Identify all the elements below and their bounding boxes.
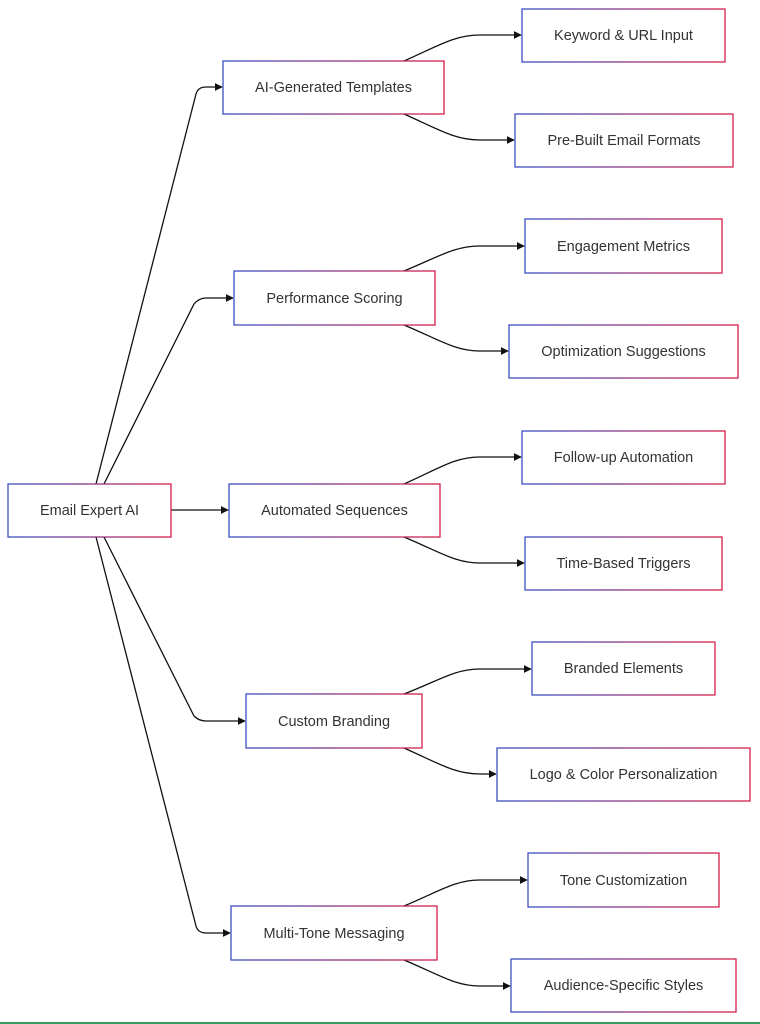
edge-root-to-performance-scoring <box>103 294 234 485</box>
node-time-based-triggers-label: Time-Based Triggers <box>556 556 690 572</box>
node-audience-specific-styles: Audience-Specific Styles <box>510 958 737 1013</box>
node-time-based-triggers: Time-Based Triggers <box>524 536 723 591</box>
node-custom-branding: Custom Branding <box>245 693 423 749</box>
node-multi-tone-messaging-label: Multi-Tone Messaging <box>263 926 404 942</box>
node-tone-customization: Tone Customization <box>527 852 720 908</box>
node-layer: Email Expert AI AI-Generated Templates K… <box>7 8 751 1013</box>
node-tone-customization-label: Tone Customization <box>560 873 687 889</box>
node-branded-elements: Branded Elements <box>531 641 716 696</box>
edge-ai-templates-to-keyword <box>403 31 522 62</box>
node-automated-sequences: Automated Sequences <box>228 483 441 538</box>
node-performance-scoring: Performance Scoring <box>233 270 436 326</box>
node-logo-color-personalization-label: Logo & Color Personalization <box>530 767 718 783</box>
edge-root-to-multi-tone <box>95 536 231 937</box>
edge-performance-to-engagement <box>403 242 525 272</box>
node-keyword-url-input: Keyword & URL Input <box>521 8 726 63</box>
node-root: Email Expert AI <box>7 483 172 538</box>
node-keyword-url-input-label: Keyword & URL Input <box>554 28 693 44</box>
node-ai-generated-templates: AI-Generated Templates <box>222 60 445 115</box>
node-optimization-suggestions-label: Optimization Suggestions <box>541 344 705 360</box>
edge-multitone-to-tone-customization <box>403 876 528 907</box>
node-engagement-metrics-label: Engagement Metrics <box>557 239 690 255</box>
edge-branding-to-branded-elements <box>403 665 532 695</box>
node-prebuilt-email-formats-label: Pre-Built Email Formats <box>547 133 700 149</box>
bottom-divider-line <box>0 1022 760 1024</box>
node-branded-elements-label: Branded Elements <box>564 661 683 677</box>
node-ai-generated-templates-label: AI-Generated Templates <box>255 80 412 96</box>
connector-layer <box>95 31 532 990</box>
node-optimization-suggestions: Optimization Suggestions <box>508 324 739 379</box>
edge-root-to-ai-templates <box>95 83 223 485</box>
edge-automated-to-followup <box>403 453 522 485</box>
edge-branding-to-logo-color <box>403 747 497 778</box>
edge-root-to-custom-branding <box>103 536 246 725</box>
node-multi-tone-messaging: Multi-Tone Messaging <box>230 905 438 961</box>
node-performance-scoring-label: Performance Scoring <box>266 291 402 307</box>
edge-performance-to-optimization <box>403 324 509 355</box>
node-custom-branding-label: Custom Branding <box>278 714 390 730</box>
node-logo-color-personalization: Logo & Color Personalization <box>496 747 751 802</box>
node-audience-specific-styles-label: Audience-Specific Styles <box>544 978 704 994</box>
node-engagement-metrics: Engagement Metrics <box>524 218 723 274</box>
node-prebuilt-email-formats: Pre-Built Email Formats <box>514 113 734 168</box>
node-followup-automation: Follow-up Automation <box>521 430 726 485</box>
edge-ai-templates-to-prebuilt <box>403 113 515 144</box>
edge-multitone-to-audience-styles <box>403 959 511 990</box>
node-followup-automation-label: Follow-up Automation <box>554 450 693 466</box>
edge-automated-to-time-triggers <box>403 536 525 567</box>
node-root-label: Email Expert AI <box>40 503 139 519</box>
node-automated-sequences-label: Automated Sequences <box>261 503 408 519</box>
